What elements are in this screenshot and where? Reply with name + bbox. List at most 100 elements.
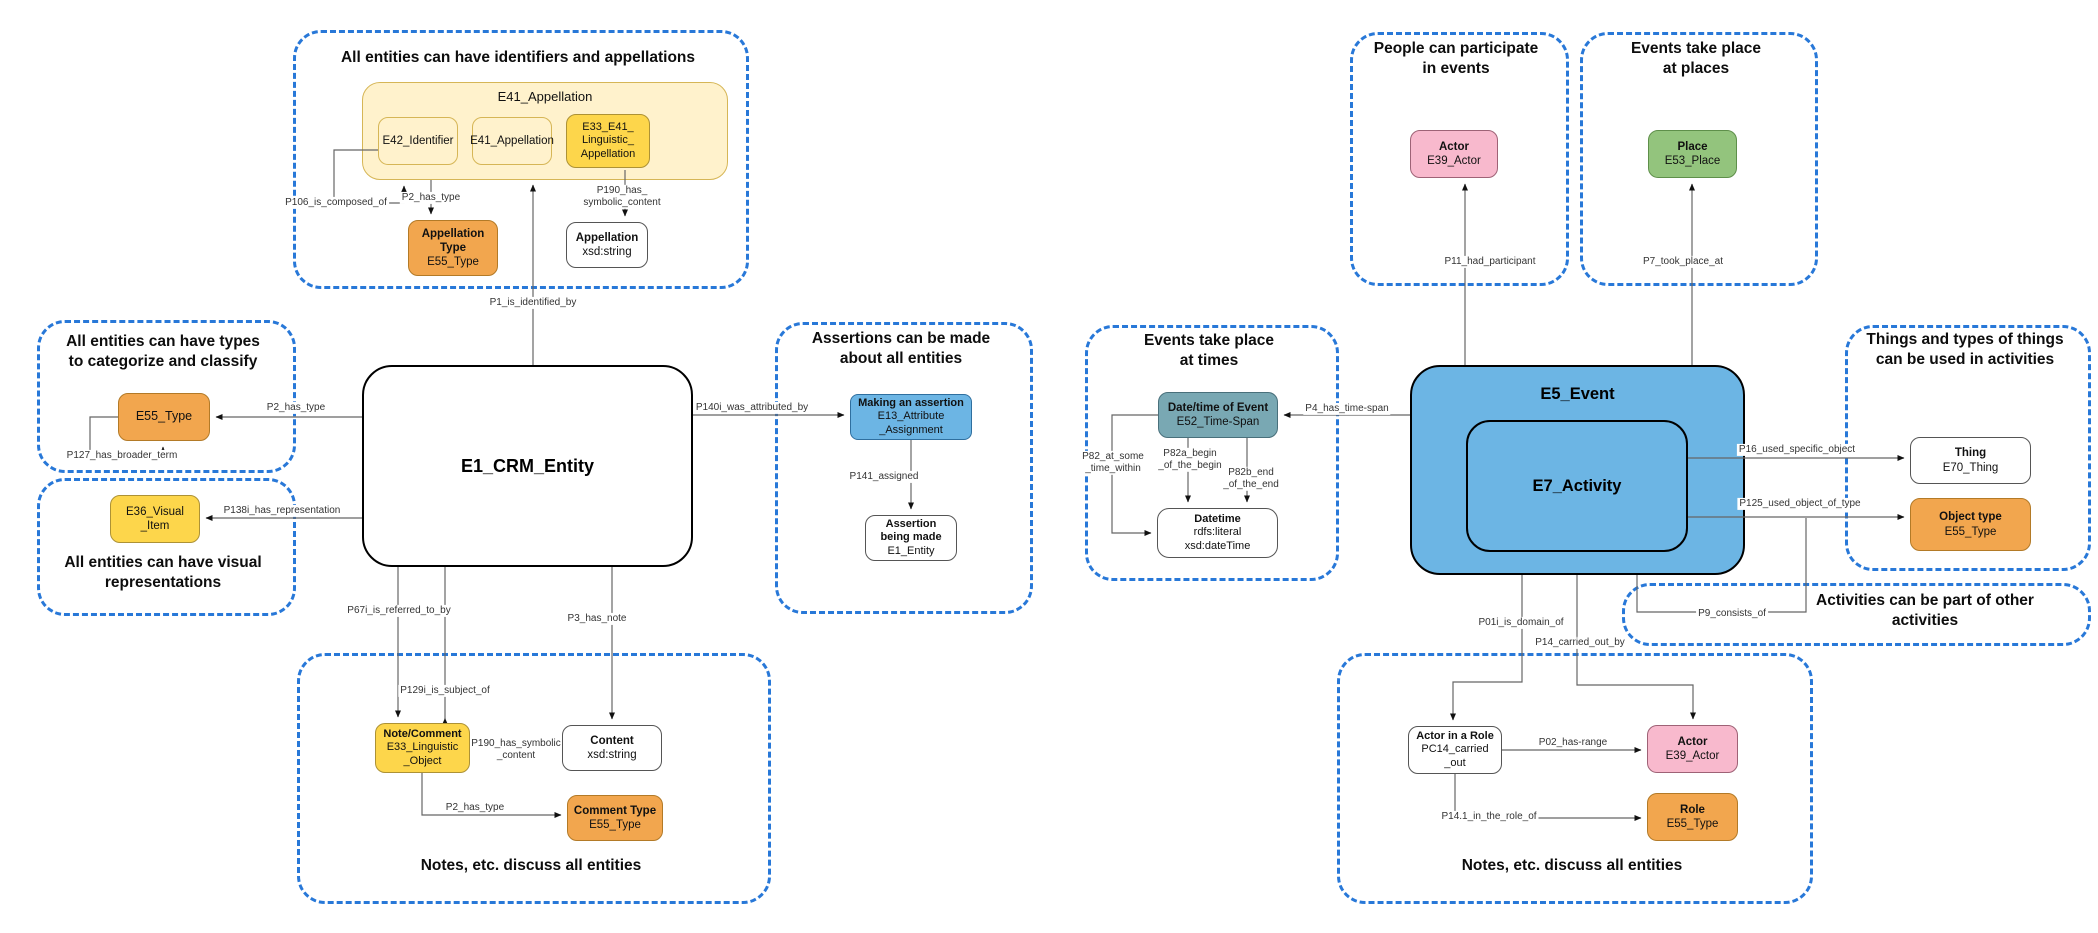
edge-label-line: P82_at_some bbox=[1082, 450, 1144, 462]
edge-label-p16: P16_used_specific_object bbox=[1736, 443, 1858, 457]
node-label: _Item bbox=[140, 520, 170, 532]
title-line: All entities can have visual bbox=[64, 554, 262, 572]
title-line: to categorize and classify bbox=[68, 353, 258, 370]
node-label: _Object bbox=[403, 754, 442, 767]
node-note-comment[interactable]: Note/Comment E33_Linguistic _Object bbox=[375, 723, 470, 773]
node-e36-visual-item[interactable]: E36_Visual _Item bbox=[110, 495, 200, 543]
node-actor-bottom-right[interactable]: Actor E39_Actor bbox=[1647, 725, 1738, 773]
title-line: People can participate bbox=[1373, 40, 1539, 58]
title-line: activities bbox=[1891, 612, 1959, 629]
cluster-visual[interactable] bbox=[37, 478, 296, 616]
node-label: E33_E41_ bbox=[582, 120, 634, 133]
title-types: All entities can have types to categoriz… bbox=[63, 332, 263, 372]
node-label: Object type bbox=[1939, 511, 2002, 524]
edge-label-p7: P7_took_place_at bbox=[1640, 255, 1726, 269]
cluster-notes-right[interactable] bbox=[1337, 653, 1813, 904]
cluster-identifiers[interactable] bbox=[293, 30, 749, 289]
edge-p14[interactable] bbox=[1576, 575, 1696, 720]
edge-label-line: P190_has_symbolic bbox=[471, 737, 561, 749]
e5-label: E5_Event bbox=[1540, 385, 1615, 403]
node-place[interactable]: Place E53_Place bbox=[1648, 130, 1737, 178]
node-label: Making an assertion bbox=[858, 396, 964, 409]
edge-label-p125: P125_used_object_of_type bbox=[1737, 497, 1863, 511]
edge-label-p190-note: P190_has_symbolic _content bbox=[469, 737, 563, 763]
edge-label-p3: P3_has_note bbox=[565, 612, 629, 626]
node-label: E55_Type bbox=[427, 256, 479, 268]
cluster-activities[interactable] bbox=[1622, 583, 2091, 646]
edge-label-p67i: P67i_is_referred_to_by bbox=[345, 604, 453, 618]
edge-label-p11: P11_had_participant bbox=[1442, 255, 1538, 269]
node-label: E41_Appellation bbox=[470, 134, 554, 147]
node-appellation-string[interactable]: Appellation xsd:string bbox=[566, 222, 648, 268]
edge-label-p2-note: P2_has_type bbox=[443, 801, 507, 815]
node-label: E55_Type bbox=[589, 819, 641, 831]
node-label: Place bbox=[1677, 140, 1708, 153]
node-thing[interactable]: Thing E70_Thing bbox=[1910, 437, 2031, 484]
title-things: Things and types of things can be used i… bbox=[1863, 330, 2067, 370]
node-label: rdfs:literal bbox=[1193, 526, 1242, 539]
title-line: representations bbox=[104, 574, 222, 591]
edge-label-p141: P141_assigned bbox=[847, 470, 921, 484]
node-actor-in-a-role[interactable]: Actor in a Role PC14_carried _out bbox=[1408, 726, 1502, 774]
node-label: E33_Linguistic bbox=[386, 741, 459, 754]
node-datetime[interactable]: Datetime rdfs:literal xsd:dateTime bbox=[1157, 508, 1278, 558]
node-object-type[interactable]: Object type E55_Type bbox=[1910, 498, 2031, 551]
edge-label-p129i: P129i_is_subject_of bbox=[398, 684, 492, 698]
node-e13-attribute-assignment[interactable]: Making an assertion E13_Attribute _Assig… bbox=[850, 394, 972, 440]
title-places: Events take place at places bbox=[1627, 39, 1765, 79]
edge-p9[interactable] bbox=[1636, 518, 1807, 613]
node-label: xsd:string bbox=[582, 246, 632, 258]
node-role[interactable]: Role E55_Type bbox=[1647, 793, 1738, 841]
node-label: xsd:string bbox=[587, 749, 637, 761]
title-line: Things and types of things bbox=[1866, 331, 2064, 349]
node-label: E53_Place bbox=[1664, 155, 1721, 167]
edge-p01i[interactable] bbox=[1450, 575, 1523, 721]
node-content[interactable]: Content xsd:string bbox=[562, 725, 662, 771]
e7-activity-box[interactable]: E7_Activity bbox=[1466, 420, 1688, 552]
title-line: in events bbox=[1422, 60, 1490, 77]
title-visual: All entities can have visual representat… bbox=[61, 553, 265, 593]
node-e41-appellation[interactable]: E41_Appellation bbox=[470, 117, 554, 165]
title-people: People can participate in events bbox=[1370, 39, 1542, 79]
node-label: Content bbox=[590, 734, 634, 747]
cluster-notes-left[interactable] bbox=[297, 653, 771, 904]
node-label: Assertion bbox=[885, 517, 937, 530]
edge-label-p140i: P140i_was_attributed_by bbox=[693, 401, 811, 415]
node-appellation-type[interactable]: Appellation Type E55_Type bbox=[408, 220, 498, 276]
edge-label-line: _of_the_begin bbox=[1158, 460, 1222, 471]
node-e55-type[interactable]: E55_Type bbox=[118, 393, 210, 441]
node-label: Linguistic_ bbox=[582, 134, 634, 147]
node-label: being made bbox=[880, 531, 942, 544]
edge-label-p2-type: P2_has_type bbox=[264, 401, 328, 415]
node-label: _out bbox=[1444, 756, 1466, 769]
title-line: Events take place bbox=[1630, 40, 1762, 58]
node-timespan[interactable]: Date/time of Event E52_Time-Span bbox=[1158, 392, 1278, 438]
e1-crm-entity-box[interactable]: E1_CRM_Entity bbox=[362, 365, 693, 567]
edge-label-p82a: P82a_begin _of_the_begin bbox=[1156, 447, 1224, 473]
node-label: Datetime bbox=[1194, 512, 1241, 525]
node-e33-e41-linguistic-appellation[interactable]: E33_E41_ Linguistic_ Appellation bbox=[566, 114, 650, 168]
edge-p2-note[interactable] bbox=[421, 773, 562, 818]
node-label: E70_Thing bbox=[1942, 461, 1999, 474]
edge-label-line: _of_the_end bbox=[1223, 479, 1279, 490]
cluster-places[interactable] bbox=[1580, 32, 1818, 286]
title-line: Events take place bbox=[1143, 332, 1275, 350]
node-assertion-being-made[interactable]: Assertion being made E1_Entity bbox=[865, 515, 957, 561]
node-actor-top[interactable]: Actor E39_Actor bbox=[1410, 130, 1498, 178]
e1-label: E1_CRM_Entity bbox=[460, 455, 595, 476]
e41-group-title: E41_Appellation bbox=[497, 89, 593, 104]
title-line: at times bbox=[1179, 352, 1239, 369]
cluster-assertions[interactable] bbox=[775, 322, 1033, 614]
cluster-types[interactable] bbox=[37, 320, 296, 473]
node-label: E36_Visual bbox=[126, 505, 184, 518]
cluster-people[interactable] bbox=[1350, 32, 1569, 286]
node-comment-type[interactable]: Comment Type E55_Type bbox=[567, 795, 663, 841]
edge-label-p127: P127_has_broader_term bbox=[64, 449, 180, 463]
edge-label-line: P190_has_ bbox=[596, 184, 648, 196]
node-e42-identifier[interactable]: E42_Identifier bbox=[378, 117, 458, 165]
edge-label-line: P82a_begin bbox=[1163, 447, 1217, 459]
node-label: _Assignment bbox=[879, 423, 943, 436]
edge-label-p82: P82_at_some _time_within bbox=[1080, 450, 1146, 476]
node-label: Actor bbox=[1438, 140, 1470, 153]
